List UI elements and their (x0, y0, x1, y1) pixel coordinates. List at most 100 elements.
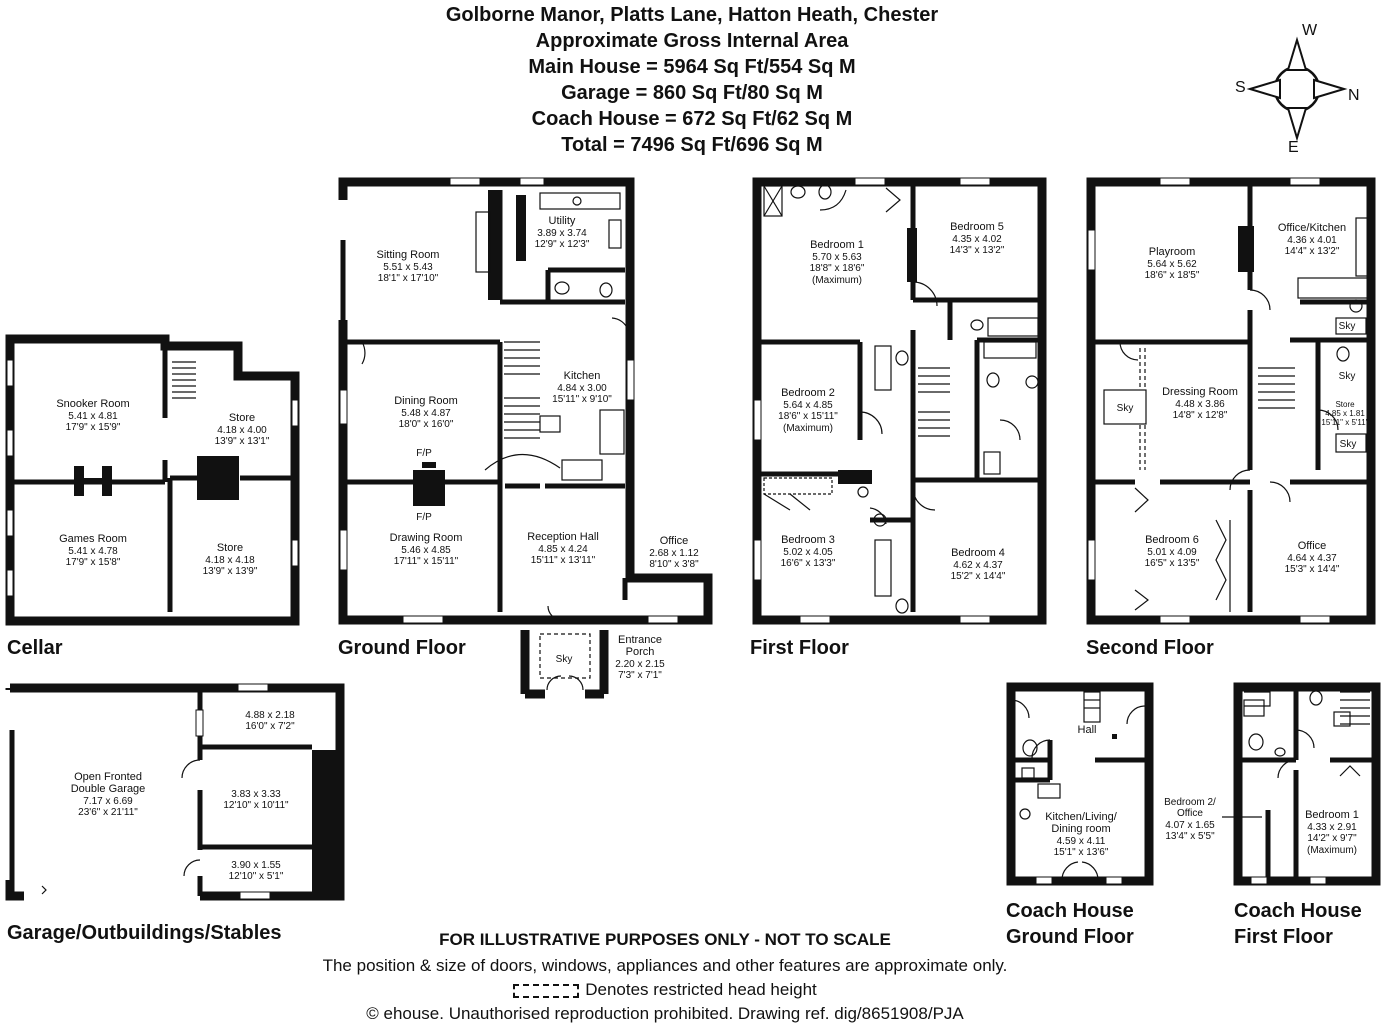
reception-hall-metric: 4.85 x 4.24 (538, 544, 588, 555)
games-room-name: Games Room (59, 533, 127, 545)
porch-sky-label: Sky (556, 654, 573, 665)
copyright-text: © ehouse. Unauthorised reproduction proh… (366, 1004, 964, 1023)
cellar-store-2-name: Store (217, 542, 243, 554)
store-2f-metric: 4.85 x 1.81 (1325, 409, 1365, 418)
games-room-imperial: 17'9" x 15'8" (66, 557, 121, 568)
disclaimer-heading: FOR ILLUSTRATIVE PURPOSES ONLY - NOT TO … (439, 930, 891, 949)
bedroom-2-name: Bedroom 2 (781, 387, 835, 399)
cellar-plan: Snooker Room 5.41 x 4.81 17'9" x 15'9" S… (5, 334, 300, 659)
bedroom-2-note: (Maximum) (783, 423, 833, 434)
coach-kitchen-metric: 4.59 x 4.11 (1057, 836, 1106, 847)
compass-e: E (1288, 139, 1299, 156)
dressing-room-imperial: 14'8" x 12'8" (1173, 410, 1228, 421)
garage-imperial: 23'6" x 21'11" (78, 807, 138, 818)
garage-area: Garage = 860 Sq Ft/80 Sq M (561, 82, 823, 104)
bedroom-1-note: (Maximum) (812, 275, 862, 286)
garage-label: Garage/Outbuildings/Stables (7, 922, 282, 944)
bedroom-2-metric: 5.64 x 4.85 (783, 400, 833, 411)
reception-hall-name: Reception Hall (527, 531, 599, 543)
bedroom-5-name: Bedroom 5 (950, 221, 1004, 233)
dashed-box-icon (513, 983, 580, 998)
office-ground-name: Office (660, 535, 689, 547)
ground-floor-plan: Sitting Room 5.51 x 5.43 18'1" x 17'10" … (338, 177, 713, 699)
dressing-room-metric: 4.48 x 3.86 (1175, 399, 1225, 410)
bedroom-4-name: Bedroom 4 (951, 547, 1005, 559)
utility-name: Utility (549, 215, 576, 227)
compass-icon: W S N E (1235, 22, 1360, 156)
plan-header: Golborne Manor, Platts Lane, Hatton Heat… (0, 2, 1384, 158)
garage-metric: 7.17 x 6.69 (83, 796, 133, 807)
second-floor-label: Second Floor (1086, 637, 1214, 659)
store-2f-name: Store (1335, 400, 1355, 409)
disclaimer-text: The position & size of doors, windows, a… (322, 956, 1008, 975)
porch-metric: 2.20 x 2.15 (615, 659, 665, 670)
cellar-store-1-name: Store (229, 412, 255, 424)
sitting-room-imperial: 18'1" x 17'10" (378, 273, 439, 284)
total-area: Total = 7496 Sq Ft/696 Sq M (561, 134, 823, 156)
office-2f-name: Office (1298, 540, 1327, 552)
playroom-name: Playroom (1149, 246, 1195, 258)
office-ground-imperial: 8'10" x 3'8" (649, 559, 699, 570)
first-floor-plan: Bedroom 1 5.70 x 5.63 18'8" x 18'6" (Max… (750, 177, 1047, 659)
outbuilding-3-metric: 3.90 x 1.55 (231, 860, 281, 871)
porch-name-2: Porch (626, 646, 655, 658)
cellar-store-1-imperial: 13'9" x 13'1" (215, 436, 270, 447)
coach-house-area: Coach House = 672 Sq Ft/62 Sq M (531, 108, 853, 130)
coach-bedroom-1-metric: 4.33 x 2.91 (1307, 822, 1357, 833)
bedroom-3-imperial: 16'6" x 13'3" (781, 558, 836, 569)
coach-first-label-1: Coach House (1234, 900, 1362, 922)
playroom-imperial: 18'6" x 18'5" (1145, 270, 1200, 281)
bedroom-5-imperial: 14'3" x 13'2" (950, 245, 1005, 256)
outbuilding-1-metric: 4.88 x 2.18 (245, 710, 295, 721)
kitchen-name: Kitchen (564, 370, 601, 382)
coach-bedroom-2-imperial: 13'4" x 5'5" (1165, 831, 1215, 842)
porch-name-1: Entrance (618, 634, 662, 646)
coach-hall-name: Hall (1078, 724, 1097, 736)
cellar-store-1-metric: 4.18 x 4.00 (217, 425, 267, 436)
bedroom-5-metric: 4.35 x 4.02 (952, 234, 1002, 245)
area-heading: Approximate Gross Internal Area (535, 30, 849, 52)
fireplace-label-2: F/P (416, 512, 432, 523)
coach-bedroom-2-metric: 4.07 x 1.65 (1165, 820, 1215, 831)
coach-kitchen-name-1: Kitchen/Living/ (1045, 811, 1117, 823)
snooker-room-name: Snooker Room (56, 398, 129, 410)
kitchen-metric: 4.84 x 3.00 (557, 383, 607, 394)
coach-kitchen-name-2: Dining room (1051, 823, 1110, 835)
restricted-height-text: Denotes restricted head height (585, 980, 817, 999)
outbuilding-2-metric: 3.83 x 3.33 (231, 789, 281, 800)
office-kitchen-metric: 4.36 x 4.01 (1287, 235, 1337, 246)
compass-w: W (1302, 22, 1318, 39)
bedroom-1-imperial: 18'8" x 18'6" (810, 263, 865, 274)
bedroom-3-name: Bedroom 3 (781, 534, 835, 546)
office-2f-imperial: 15'3" x 14'4" (1285, 564, 1340, 575)
dining-room-imperial: 18'0" x 16'0" (399, 419, 454, 430)
address-title: Golborne Manor, Platts Lane, Hatton Heat… (445, 4, 939, 26)
coach-house-first-plan: Bedroom 2/ Office 4.07 x 1.65 13'4" x 5'… (1164, 682, 1381, 948)
porch-imperial: 7'3" x 7'1" (618, 670, 662, 681)
coach-bedroom-2-name-2: Office (1177, 808, 1203, 819)
second-floor-plan: Playroom 5.64 x 5.62 18'6" x 18'5" Offic… (1086, 177, 1376, 659)
compass-s: S (1235, 79, 1246, 96)
bedroom-3-metric: 5.02 x 4.05 (783, 547, 833, 558)
coach-bedroom-2-name-1: Bedroom 2/ (1164, 797, 1216, 808)
sky-label-1: Sky (1339, 321, 1356, 332)
sitting-room-metric: 5.51 x 5.43 (383, 262, 433, 273)
dining-room-metric: 5.48 x 4.87 (401, 408, 451, 419)
drawing-room-metric: 5.46 x 4.85 (401, 545, 451, 556)
coach-house-ground-plan: Hall Kitchen/Living/ Dining room 4.59 x … (1006, 682, 1154, 948)
store-2f-imperial: 15'11" x 5'11" (1321, 418, 1368, 427)
garage-name-1: Open Fronted (74, 771, 142, 783)
coach-ground-label-2: Ground Floor (1006, 926, 1134, 948)
playroom-metric: 5.64 x 5.62 (1147, 259, 1197, 270)
bedroom-4-metric: 4.62 x 4.37 (953, 560, 1003, 571)
garage-plan: Open Fronted Double Garage 7.17 x 6.69 2… (5, 683, 345, 944)
office-2f-metric: 4.64 x 4.37 (1287, 553, 1337, 564)
cellar-store-2-metric: 4.18 x 4.18 (205, 555, 255, 566)
sitting-room-name: Sitting Room (377, 249, 440, 261)
coach-ground-label-1: Coach House (1006, 900, 1134, 922)
bedroom-6-metric: 5.01 x 4.09 (1147, 547, 1197, 558)
garage-name-2: Double Garage (71, 783, 146, 795)
first-floor-label: First Floor (750, 637, 849, 659)
coach-bedroom-1-imperial: 14'2" x 9'7" (1307, 833, 1357, 844)
